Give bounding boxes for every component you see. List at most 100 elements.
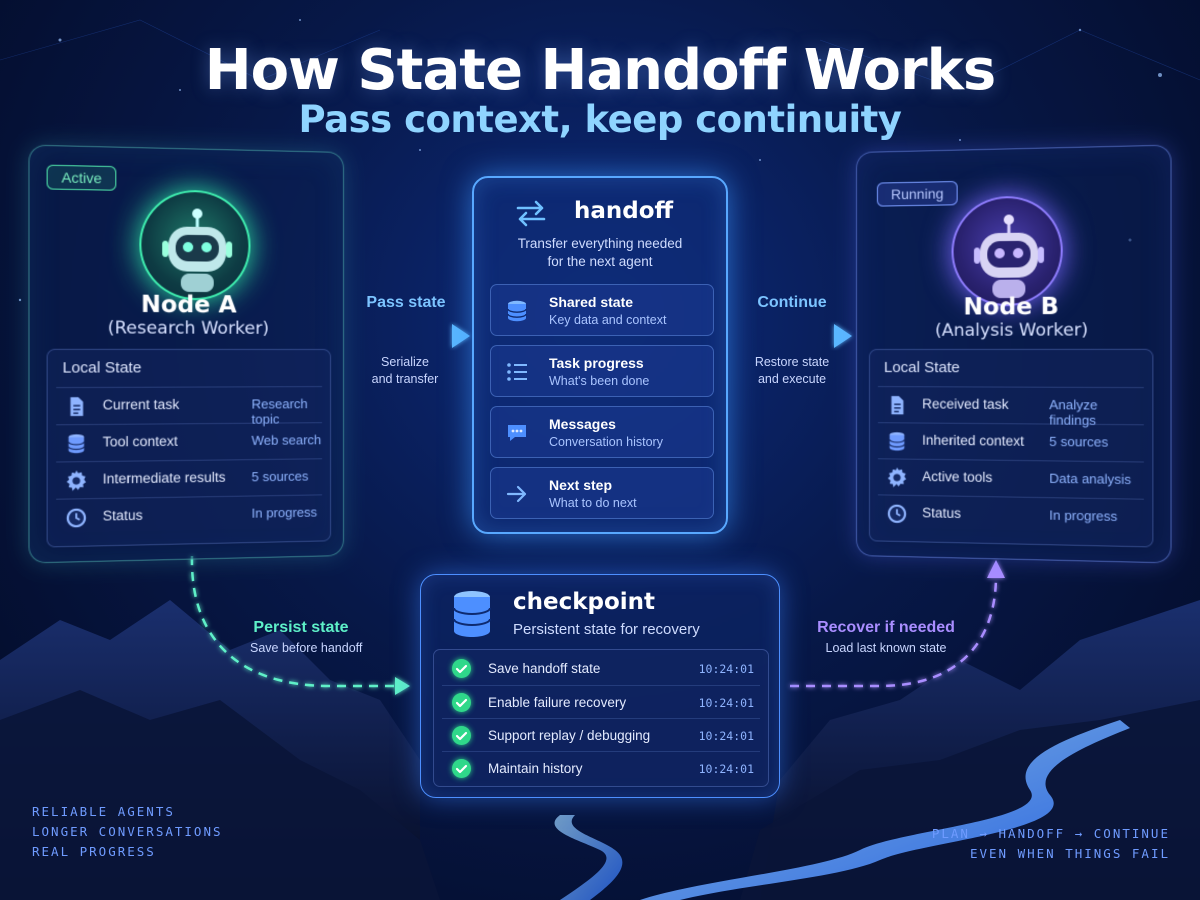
node-a-role: (Research Worker)	[107, 318, 270, 339]
row-key: Intermediate results	[102, 469, 226, 487]
handoff-panel: handoff Transfer everything needed for t…	[472, 176, 728, 534]
checkpoint-title: checkpoint	[513, 589, 656, 615]
pass-state-desc-line2: and transfer	[371, 372, 439, 386]
recover-arrow	[790, 560, 1005, 688]
node-b-status-badge: Running	[876, 180, 958, 207]
document-icon	[65, 397, 88, 418]
row-key: Status	[922, 505, 961, 522]
database-icon	[453, 591, 491, 637]
node-b-row: Received task Analyze findings	[877, 386, 1144, 428]
card-title: Messages	[549, 416, 616, 432]
footer-left-line1: RELIABLE AGENTS	[32, 804, 175, 819]
handoff-card-shared-state: Shared state Key data and context	[490, 284, 714, 336]
node-a-row: Status In progress	[56, 494, 323, 536]
database-icon	[886, 432, 908, 451]
node-a-name: Node A	[140, 291, 237, 319]
continue-desc-line2: and execute	[757, 372, 827, 386]
page-subtitle: Pass context, keep continuity	[298, 98, 902, 141]
page-title: How State Handoff Works	[204, 38, 996, 103]
pass-state-label: Pass state	[366, 294, 446, 311]
node-b-role: (Analysis Worker)	[934, 320, 1089, 341]
handoff-card-task-progress: Task progress What's been done	[490, 345, 714, 397]
database-icon	[65, 434, 88, 454]
checkpoint-item-time: 10:24:01	[698, 662, 754, 676]
node-a-local-state-title: Local State	[62, 359, 142, 377]
row-value: 5 sources	[1049, 433, 1109, 450]
robot-avatar-a	[139, 189, 251, 301]
footer-right: PLAN → HANDOFF → CONTINUE EVEN WHEN THIN…	[850, 824, 1170, 864]
row-value: Web search	[251, 432, 322, 449]
row-key: Current task	[102, 396, 180, 413]
continue-desc: Restore state and execute	[736, 354, 848, 388]
checkpoint-item: Support replay / debugging 10:24:01	[442, 718, 760, 751]
node-b-local-state-title: Local State	[883, 359, 960, 377]
checkpoint-panel: checkpoint Persistent state for recovery…	[420, 574, 780, 798]
robot-icon	[973, 214, 1045, 299]
row-key: Tool context	[102, 433, 178, 450]
persist-state-label: Persist state	[253, 619, 349, 636]
checkpoint-item-label: Maintain history	[488, 761, 583, 776]
row-key: Status	[102, 507, 143, 524]
checkpoint-item: Save handoff state 10:24:01	[442, 652, 760, 685]
clock-icon	[887, 504, 907, 524]
node-b-row: Inherited context 5 sources	[877, 422, 1144, 462]
recover-label: Recover if needed	[817, 619, 955, 636]
checkpoint-item-time: 10:24:01	[698, 696, 754, 710]
gear-icon	[887, 467, 907, 488]
footer-right-line2: EVEN WHEN THINGS FAIL	[969, 846, 1170, 861]
database-icon	[507, 300, 527, 322]
node-b-panel: Running Node B (Analysis Worker) Local S…	[856, 144, 1172, 564]
arrow-right-icon	[506, 485, 527, 503]
swap-arrows-icon	[516, 200, 546, 227]
handoff-title: handoff	[574, 198, 674, 224]
robot-avatar-b	[951, 195, 1063, 307]
pass-state-desc-line1: Serialize	[381, 355, 429, 369]
card-title: Task progress	[549, 355, 644, 371]
card-title: Next step	[549, 477, 613, 493]
checkpoint-item-label: Enable failure recovery	[488, 695, 627, 710]
clock-icon	[66, 508, 87, 528]
card-desc: Key data and context	[549, 313, 667, 327]
handoff-subtitle-line2: for the next agent	[547, 254, 653, 269]
recover-desc: Load last known state	[825, 641, 947, 655]
continue-desc-line1: Restore state	[754, 355, 830, 369]
handoff-card-messages: Messages Conversation history	[490, 406, 714, 458]
check-icon	[452, 693, 471, 712]
handoff-subtitle-line1: Transfer everything needed	[517, 236, 683, 251]
node-a-row: Current task Research topic	[56, 386, 323, 427]
check-icon	[452, 759, 471, 778]
node-a-panel: Active Node A (Research Worker) Local St…	[28, 144, 344, 564]
handoff-subtitle: Transfer everything needed for the next …	[474, 235, 726, 271]
row-key: Received task	[922, 396, 1009, 413]
checkpoint-list: Save handoff state 10:24:01 Enable failu…	[433, 649, 769, 787]
row-key: Inherited context	[922, 432, 1025, 449]
checkpoint-item: Enable failure recovery 10:24:01	[442, 685, 760, 718]
row-value: In progress	[1049, 507, 1118, 525]
node-a-row: Tool context Web search	[56, 422, 323, 462]
node-b-local-state: Local State Received task Analyze findin…	[868, 348, 1154, 548]
persist-state-arrow	[190, 555, 410, 695]
card-desc: What's been done	[549, 374, 650, 388]
pass-state-desc: Serialize and transfer	[350, 354, 460, 388]
gear-icon	[66, 470, 87, 492]
handoff-card-next-step: Next step What to do next	[490, 467, 714, 519]
footer-left-line2: LONGER CONVERSATIONS	[32, 824, 223, 839]
persist-state-desc: Save before handoff	[250, 641, 363, 655]
checkpoint-item-time: 10:24:01	[698, 729, 754, 743]
footer-right-line1: PLAN → HANDOFF → CONTINUE	[931, 826, 1170, 841]
row-key: Active tools	[922, 468, 993, 486]
checkpoint-subtitle: Persistent state for recovery	[513, 621, 700, 638]
chat-bubble-icon	[508, 425, 526, 441]
check-icon	[452, 659, 471, 678]
check-icon	[452, 726, 471, 745]
robot-icon	[162, 208, 233, 293]
node-a-row: Intermediate results 5 sources	[56, 458, 323, 499]
card-desc: What to do next	[549, 496, 637, 510]
node-b-name: Node B	[963, 293, 1059, 321]
document-icon	[886, 396, 908, 416]
pass-state-arrow	[346, 324, 470, 348]
checkpoint-item-label: Support replay / debugging	[488, 728, 651, 743]
list-icon	[507, 363, 527, 381]
